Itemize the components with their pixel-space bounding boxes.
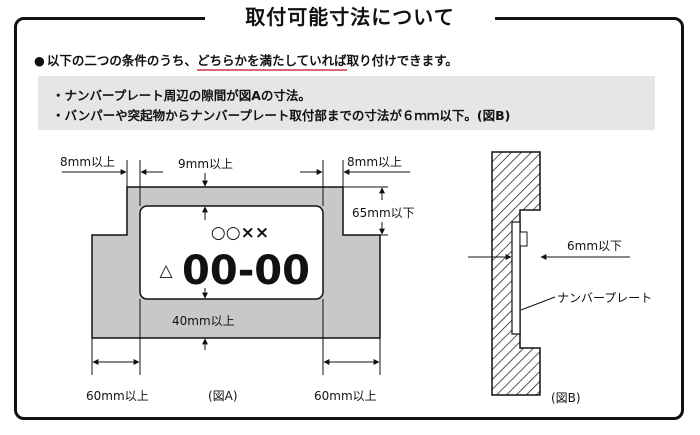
page-title: 取付可能寸法について <box>205 0 495 34</box>
dim-6mm: 6mm以下 <box>567 239 622 253</box>
side-plate <box>511 221 521 335</box>
bullet-mark: ● <box>34 53 45 68</box>
dim-right: 65mm以下 <box>352 206 415 220</box>
dim-bottom-right: 60mm以上 <box>314 389 377 403</box>
dim-top-center: 9mm以上 <box>178 157 233 171</box>
intro-text: ●以下の二つの条件のうち、どちらかを満たしていれば取り付けできます。 <box>34 50 458 71</box>
figure-b-caption: (図B) <box>551 391 581 405</box>
side-bracket <box>519 231 528 247</box>
figure-b: 6mm以下 ナンバープレート (図B) <box>468 151 652 405</box>
condition-2: ・バンパーや突起物からナンバープレート取付部までの寸法が６ｍｍ以下。(図B) <box>52 108 511 123</box>
intro-before: 以下の二つの条件のうち、 <box>46 53 197 68</box>
condition-1: ・ナンバープレート周辺の隙間が図Aの寸法。 <box>52 88 311 103</box>
dim-top-left: 8mm以上 <box>60 155 115 169</box>
license-plate <box>139 205 324 300</box>
plate-triangle: △ <box>159 261 173 281</box>
dim-bottom-left: 60mm以上 <box>86 389 149 403</box>
dim-top-right: 8mm以上 <box>347 155 402 169</box>
plate-top-text: ○○×× <box>211 223 269 243</box>
plate-label: ナンバープレート <box>557 291 652 305</box>
conditions-box: ・ナンバープレート周辺の隙間が図Aの寸法。 ・バンパーや突起物からナンバープレー… <box>38 76 655 130</box>
plate-number: 00-00 <box>182 248 310 294</box>
figure-a: ○○×× △ 00-00 8mm以上 9mm以上 8mm以上 65mm以下 40… <box>60 155 415 403</box>
intro-underlined: どちらかを満たしていれば <box>196 53 347 71</box>
intro-after: 取り付けできます。 <box>346 53 458 68</box>
dim-bottom-center: 40mm以上 <box>172 314 235 328</box>
figure-a-caption: (図A) <box>208 389 238 403</box>
